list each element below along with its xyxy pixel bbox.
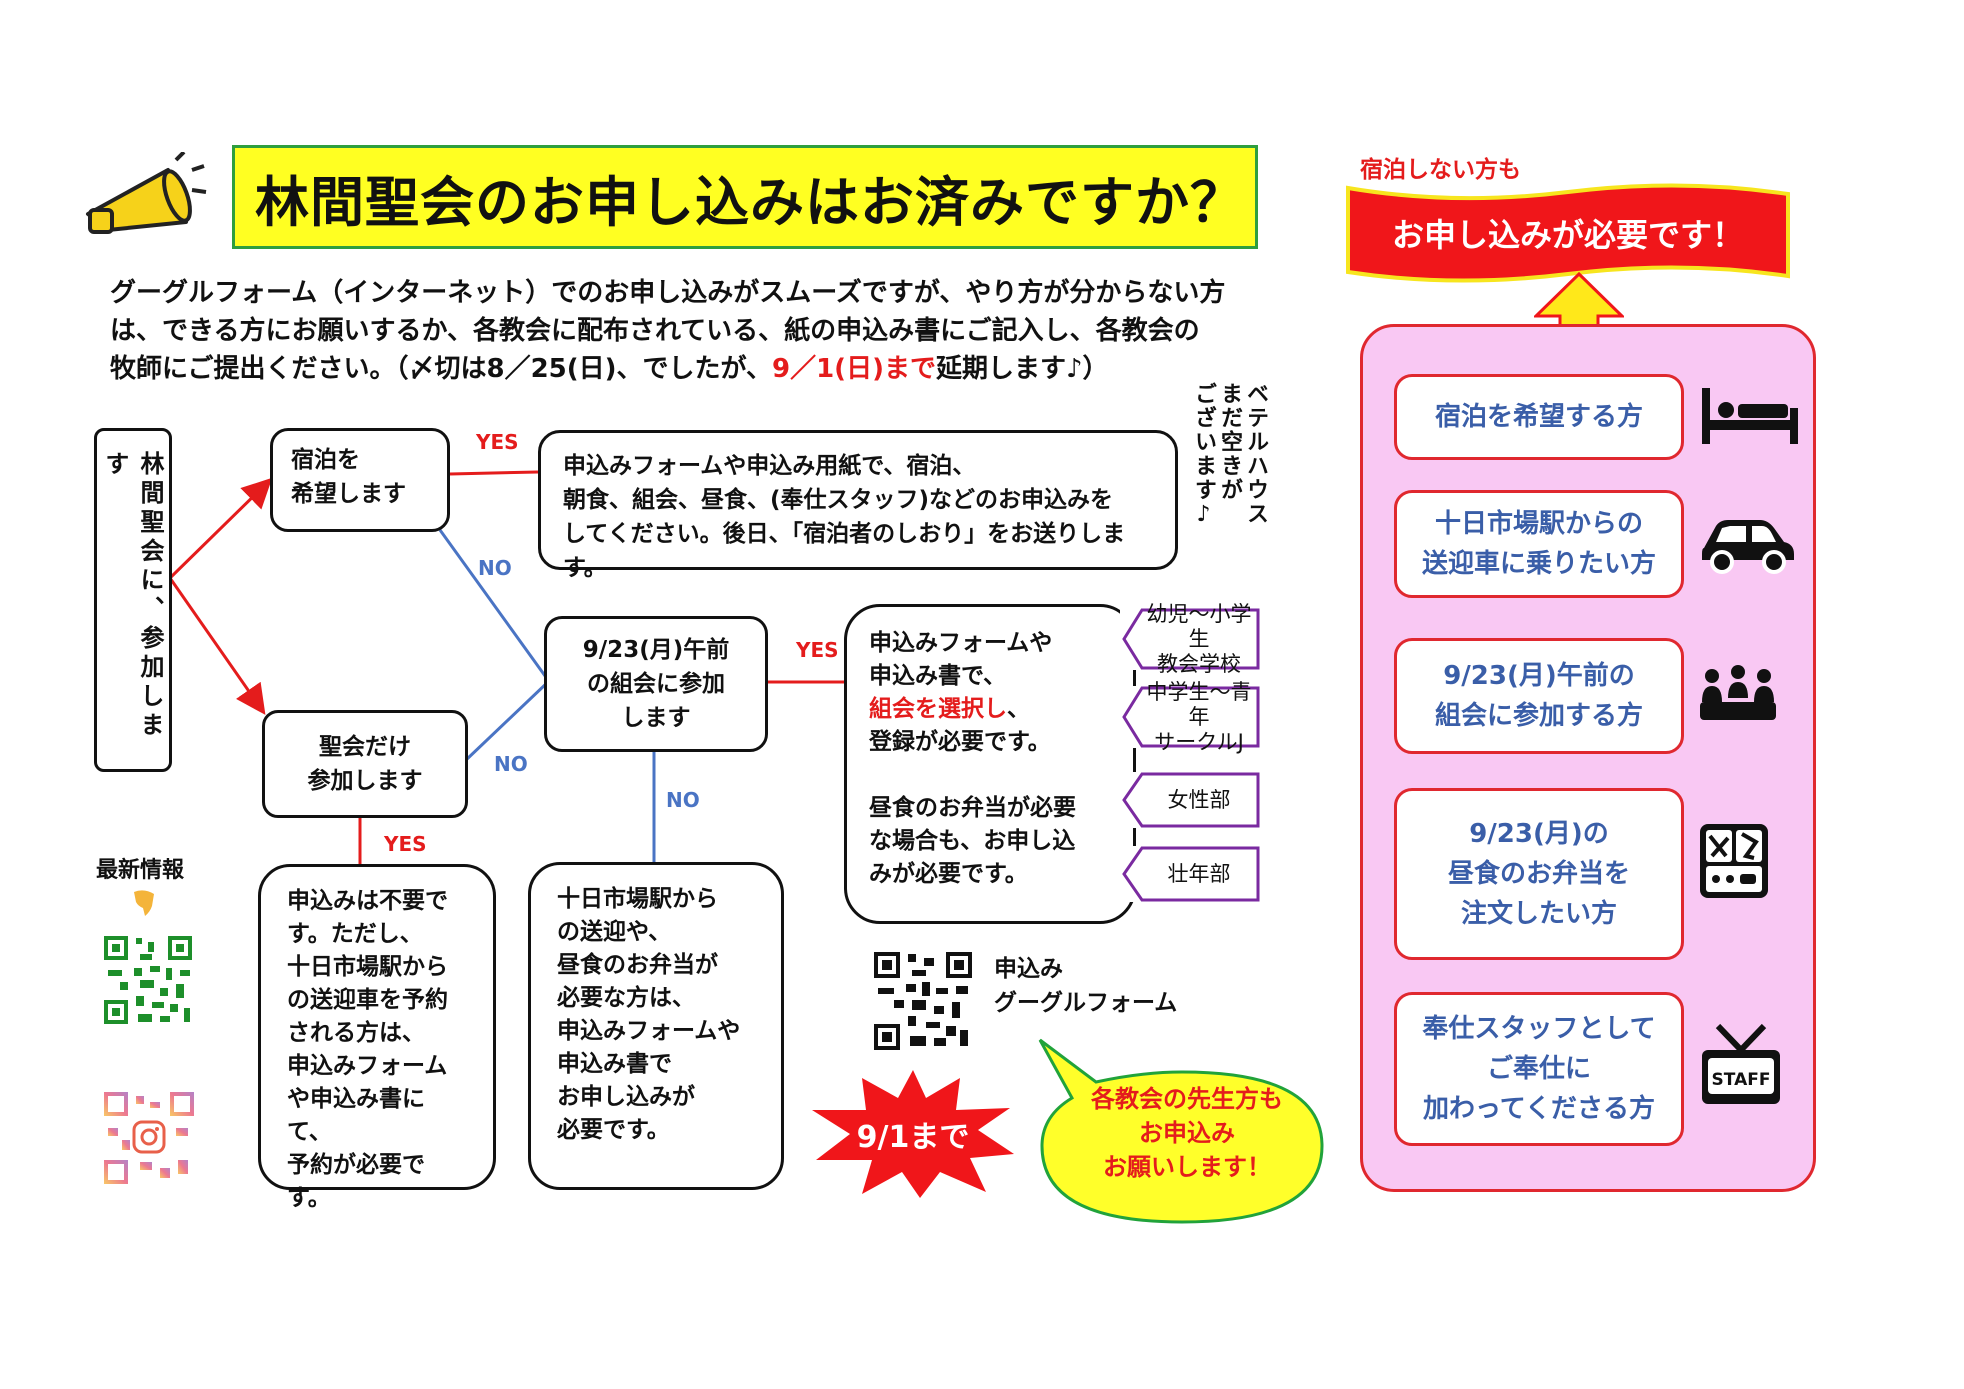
bento-icon [1700, 824, 1768, 898]
google-form-label: 申込み グーグルフォーム [994, 956, 1178, 1016]
flow-start-box: 林間聖会に、参加します [94, 428, 172, 772]
right-item-staff: 奉仕スタッフとして ご奉仕に 加わってくださる方 [1394, 992, 1684, 1146]
intro-line-3: 牧師にご提出ください。（〆切は8／25(日)、でしたが、9／1(日)まで延期しま… [110, 354, 1109, 384]
flow-attend-only-box: 聖会だけ 参加します [262, 710, 468, 818]
intro-line-2: は、できる方にお願いするか、各教会に配布されている、紙の申込み書にご記入し、各教… [110, 316, 1200, 346]
bed-icon [1702, 388, 1798, 444]
flow-group-no-box: 十日市場駅から の送迎や、 昼食のお弁当が 必要な方は、 申込みフォームや 申込… [528, 862, 784, 1190]
instagram-qr-code[interactable] [100, 1088, 198, 1188]
tag-children-school: 幼児～小学生 教会学校 [1120, 602, 1260, 676]
extended-deadline: 9／1(日)まで [772, 354, 936, 384]
google-form-qr-code[interactable] [872, 950, 974, 1052]
car-icon [1702, 520, 1794, 574]
speech-bubble-shape [1038, 1038, 1324, 1224]
intro-text: グーグルフォーム（インターネット）でのお申し込みがスムーズですが、やり方が分から… [110, 274, 1240, 388]
right-item-shuttle: 十日市場駅からの 送迎車に乗りたい方 [1394, 490, 1684, 598]
latest-info-label: 最新情報 [96, 858, 185, 883]
latest-info-qr-code[interactable] [100, 932, 196, 1028]
flow-connectors [168, 470, 846, 866]
tag-women: 女性部 [1120, 772, 1260, 828]
right-item-stay: 宿泊を希望する方 [1394, 374, 1684, 460]
intro-line-1: グーグルフォーム（インターネット）でのお申し込みがスムーズですが、やり方が分から… [110, 278, 1226, 308]
no-label-group: NO [666, 788, 700, 812]
teachers-bubble-text: 各教会の先生方も お申込み お願いします！ [1091, 1085, 1283, 1181]
flow-group-question-box: 9/23(月)午前 の組会に参加 します [544, 616, 768, 752]
flow-group-yes-box: 申込みフォームや 申込み書で、組会を選択し、 登録が必要です。 昼食のお弁当が必… [844, 604, 1136, 924]
note-no-stay: 宿泊しない方も [1360, 157, 1521, 183]
banner-text: お申し込みが必要です！ [1391, 216, 1744, 254]
right-item-group: 9/23(月)午前の 組会に参加する方 [1394, 638, 1684, 754]
tag-youth-circle: 中学生～青年 サークルJ [1120, 680, 1260, 754]
yes-label-attend: YES [384, 832, 427, 856]
megaphone-icon [86, 152, 207, 234]
deadline-badge: 9/1まで [856, 1120, 970, 1155]
staff-badge-text: STAFF [1711, 1070, 1771, 1090]
pointing-down-icon [134, 890, 154, 916]
no-label-attend: NO [494, 752, 528, 776]
no-label-stay: NO [478, 556, 512, 580]
flow-stay-yes-box: 申込みフォームや申込み用紙で、宿泊、 朝食、組会、昼食、(奉仕スタッフ)などのお… [538, 430, 1178, 581]
right-item-bento: 9/23(月)の 昼食のお弁当を 注文したい方 [1394, 788, 1684, 960]
select-group-text: 組会を選択し [869, 696, 1007, 722]
staff-badge-icon [1702, 1023, 1780, 1104]
page-title: 林間聖会のお申し込みはお済みですか？ [232, 145, 1258, 249]
yes-label-stay: YES [476, 430, 519, 454]
deadline-starburst [812, 1070, 1014, 1198]
bethel-house-note: ベテルハウス まだ空きが ございます♪ [1191, 382, 1268, 529]
yes-label-group: YES [796, 638, 839, 662]
group-meeting-icon [1700, 665, 1776, 720]
tag-men: 壮年部 [1120, 846, 1260, 902]
banner-shape [1346, 183, 1790, 283]
flow-attend-yes-box: 申込みは不要で す。ただし、 十日市場駅から の送迎車を予約 される方は、 申込… [258, 864, 496, 1211]
flow-stay-box: 宿泊を 希望します [270, 428, 450, 532]
